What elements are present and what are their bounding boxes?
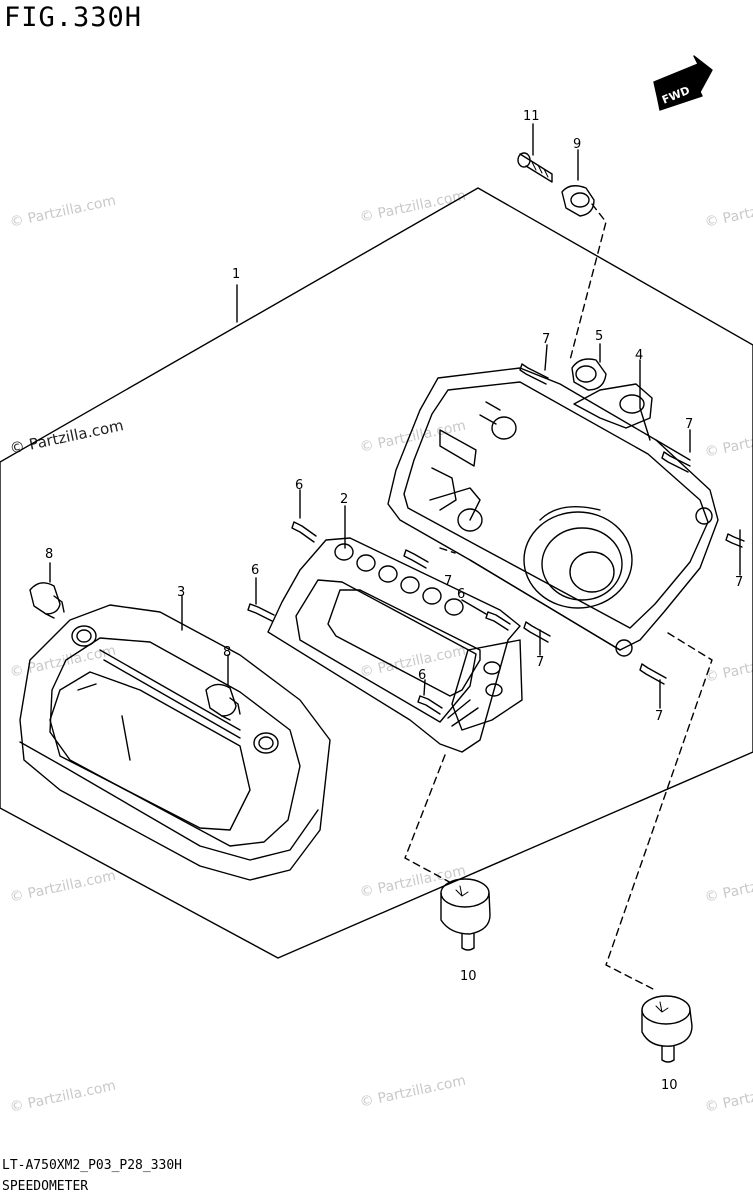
assembly-outline	[0, 187, 753, 959]
part-ref-label: 7	[536, 655, 544, 670]
part-ref-label: 3	[177, 585, 185, 600]
part-ref-label: 2	[340, 492, 348, 507]
part-ref-label: 7	[542, 332, 550, 347]
screw-part-6	[247, 521, 511, 715]
part-ref-label: 11	[523, 109, 540, 124]
model-code: LT-A750XM2_P03_P28_330H	[2, 1158, 183, 1173]
fwd-arrow-icon	[653, 55, 713, 111]
grommet-part-5	[571, 358, 607, 391]
part-ref-label: 7	[685, 417, 693, 432]
part-ref-label: 7	[444, 574, 452, 589]
part-ref-label: 10	[661, 1078, 678, 1093]
part-reference-labels: 1 2 3 4 5 6 6 6 6 7 7 7 7 7 7 8 8 9 10 1…	[45, 84, 743, 1093]
screw-part-11	[517, 152, 553, 183]
part-ref-label: 8	[45, 547, 53, 562]
part-ref-label: 7	[655, 709, 663, 724]
part-ref-label: 7	[735, 575, 743, 590]
section-name: SPEEDOMETER	[2, 1179, 89, 1194]
grommet-part-9	[561, 185, 595, 217]
part-ref-label: 6	[457, 587, 465, 602]
part-ref-label: 6	[418, 668, 426, 683]
part-ref-label: 5	[595, 329, 603, 344]
part-ref-label: 4	[635, 348, 643, 363]
screw-part-8	[29, 582, 241, 721]
part-ref-label: 9	[573, 137, 581, 152]
meter-board-part-2	[267, 537, 523, 753]
part-ref-label: 8	[223, 645, 231, 660]
part-ref-label: 1	[232, 267, 240, 282]
figure-title: FIG.330H	[4, 2, 143, 33]
screw-part-7	[519, 363, 745, 685]
part-ref-label: 6	[295, 478, 303, 493]
part-ref-label: 10	[460, 969, 477, 984]
front-lens-part-3	[19, 604, 331, 881]
speedometer-case-part-4	[387, 367, 719, 657]
bulb-socket-part-10	[440, 878, 693, 1063]
part-ref-label: 6	[251, 563, 259, 578]
